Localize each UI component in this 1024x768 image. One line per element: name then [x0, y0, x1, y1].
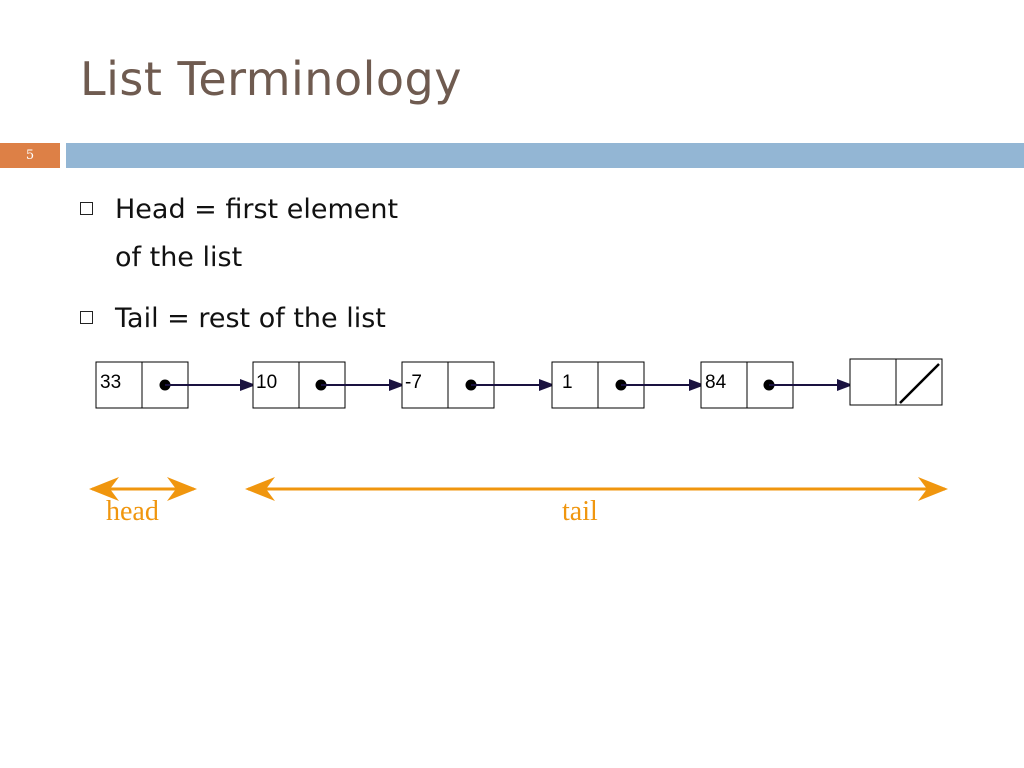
bullet-square-icon	[80, 202, 93, 215]
node-value: 84	[705, 372, 727, 393]
page-number: 5	[0, 143, 60, 168]
bullet-tail-line-1: Tail = rest of the list	[115, 303, 386, 334]
null-slash-icon	[899, 363, 940, 404]
list-node: 33	[95, 361, 189, 409]
tail-label: tail	[562, 496, 598, 527]
slide-title: List Terminology	[80, 52, 462, 106]
head-label: head	[106, 496, 159, 527]
list-node: 1	[551, 361, 645, 409]
bullet-head-line-1: Head = first element	[115, 194, 399, 225]
node-value: 1	[562, 372, 573, 393]
node-value: 33	[100, 372, 121, 393]
header-bar	[66, 143, 1024, 168]
null-node	[849, 358, 943, 406]
node-value: 10	[256, 372, 277, 393]
bullet-head-line-2: of the list	[115, 242, 243, 273]
list-node: 84	[700, 361, 794, 409]
bullet-square-icon	[80, 311, 93, 324]
node-value: -7	[405, 372, 422, 393]
